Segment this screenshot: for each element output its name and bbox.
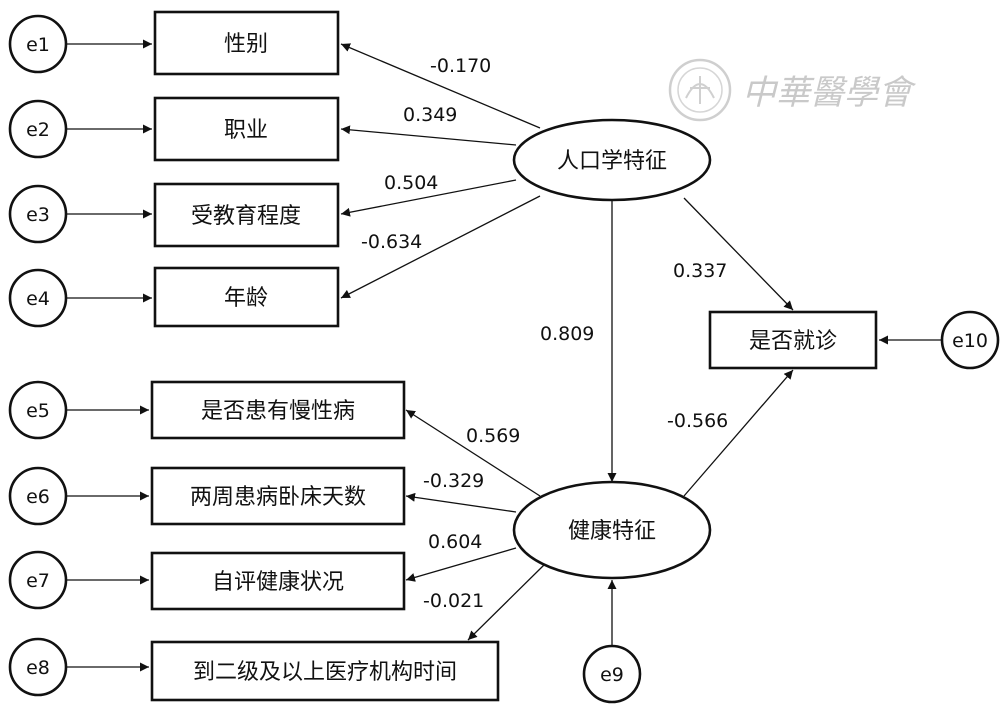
path-demo-gender (340, 43, 541, 129)
path-demo-age (340, 195, 541, 299)
indicator-label: 职业 (224, 118, 268, 143)
indicator-occupation: 职业 (153, 96, 340, 162)
indicator-label: 是否患有慢性病 (201, 399, 355, 424)
path-demo-education (340, 179, 517, 217)
coef-demo-outcome: 0.337 (673, 260, 727, 282)
error-label: e10 (952, 330, 988, 352)
error-label: e7 (26, 570, 50, 592)
path-health-travel-time (467, 563, 546, 641)
indicator-travel-time: 到二级及以上医疗机构时间 (150, 640, 500, 702)
coef-demo-health: 0.809 (540, 323, 594, 345)
path-health-outcome (683, 369, 794, 497)
error-label: e2 (26, 119, 50, 141)
watermark-seal-icon (668, 58, 732, 122)
indicator-label: 自评健康状况 (212, 570, 344, 595)
error-label: e5 (26, 400, 50, 422)
coef-health-bed-days: -0.329 (423, 470, 484, 492)
indicator-label: 是否就诊 (749, 329, 837, 354)
error-label: e4 (26, 288, 50, 310)
path-health-bed-days (405, 492, 517, 513)
latent-label: 人口学特征 (557, 149, 667, 174)
indicator-bed-days: 两周患病卧床天数 (150, 466, 406, 526)
error-e3: e3 (8, 184, 68, 244)
indicator-self-rated: 自评健康状况 (150, 551, 406, 611)
error-label: e9 (600, 664, 624, 686)
latent-demographic: 人口学特征 (512, 118, 712, 202)
error-e8: e8 (8, 637, 68, 697)
path-health-self-rated (405, 547, 517, 582)
latent-health: 健康特征 (512, 480, 712, 580)
coef-health-outcome: -0.566 (667, 410, 728, 432)
indicator-education: 受教育程度 (153, 182, 340, 248)
indicator-label: 两周患病卧床天数 (190, 485, 366, 510)
error-e4: e4 (8, 268, 68, 328)
indicator-label: 年龄 (224, 286, 268, 311)
path-demo-occupation (340, 125, 517, 146)
error-label: e6 (26, 486, 50, 508)
error-e1: e1 (8, 14, 68, 74)
error-label: e1 (26, 34, 50, 56)
indicator-age: 年龄 (153, 266, 340, 328)
error-e10: e10 (940, 310, 1000, 370)
error-e2: e2 (8, 99, 68, 159)
coef-demo-education: 0.504 (384, 172, 438, 194)
path-demo-outcome (683, 197, 794, 311)
watermark: 中華醫學會 (668, 58, 917, 122)
coef-demo-occupation: 0.349 (403, 104, 457, 126)
coef-health-travel-time: -0.021 (423, 590, 484, 612)
error-e5: e5 (8, 380, 68, 440)
coef-health-self-rated: 0.604 (428, 531, 482, 553)
indicator-chronic: 是否患有慢性病 (150, 380, 406, 440)
error-label: e8 (26, 657, 50, 679)
error-e7: e7 (8, 550, 68, 610)
indicator-gender: 性别 (153, 10, 340, 76)
coef-health-chronic: 0.569 (466, 425, 520, 447)
error-e6: e6 (8, 466, 68, 526)
watermark-text: 中華醫學會 (742, 73, 917, 113)
coef-demo-age: -0.634 (361, 231, 422, 253)
error-label: e3 (26, 204, 50, 226)
indicator-label: 到二级及以上医疗机构时间 (193, 660, 457, 685)
latent-label: 健康特征 (568, 519, 656, 544)
indicator-label: 性别 (224, 32, 268, 57)
indicator-outcome: 是否就诊 (708, 310, 878, 370)
indicator-label: 受教育程度 (191, 204, 301, 229)
coef-demo-gender: -0.170 (430, 55, 491, 77)
error-e9: e9 (582, 644, 642, 704)
path-health-chronic (405, 409, 541, 497)
